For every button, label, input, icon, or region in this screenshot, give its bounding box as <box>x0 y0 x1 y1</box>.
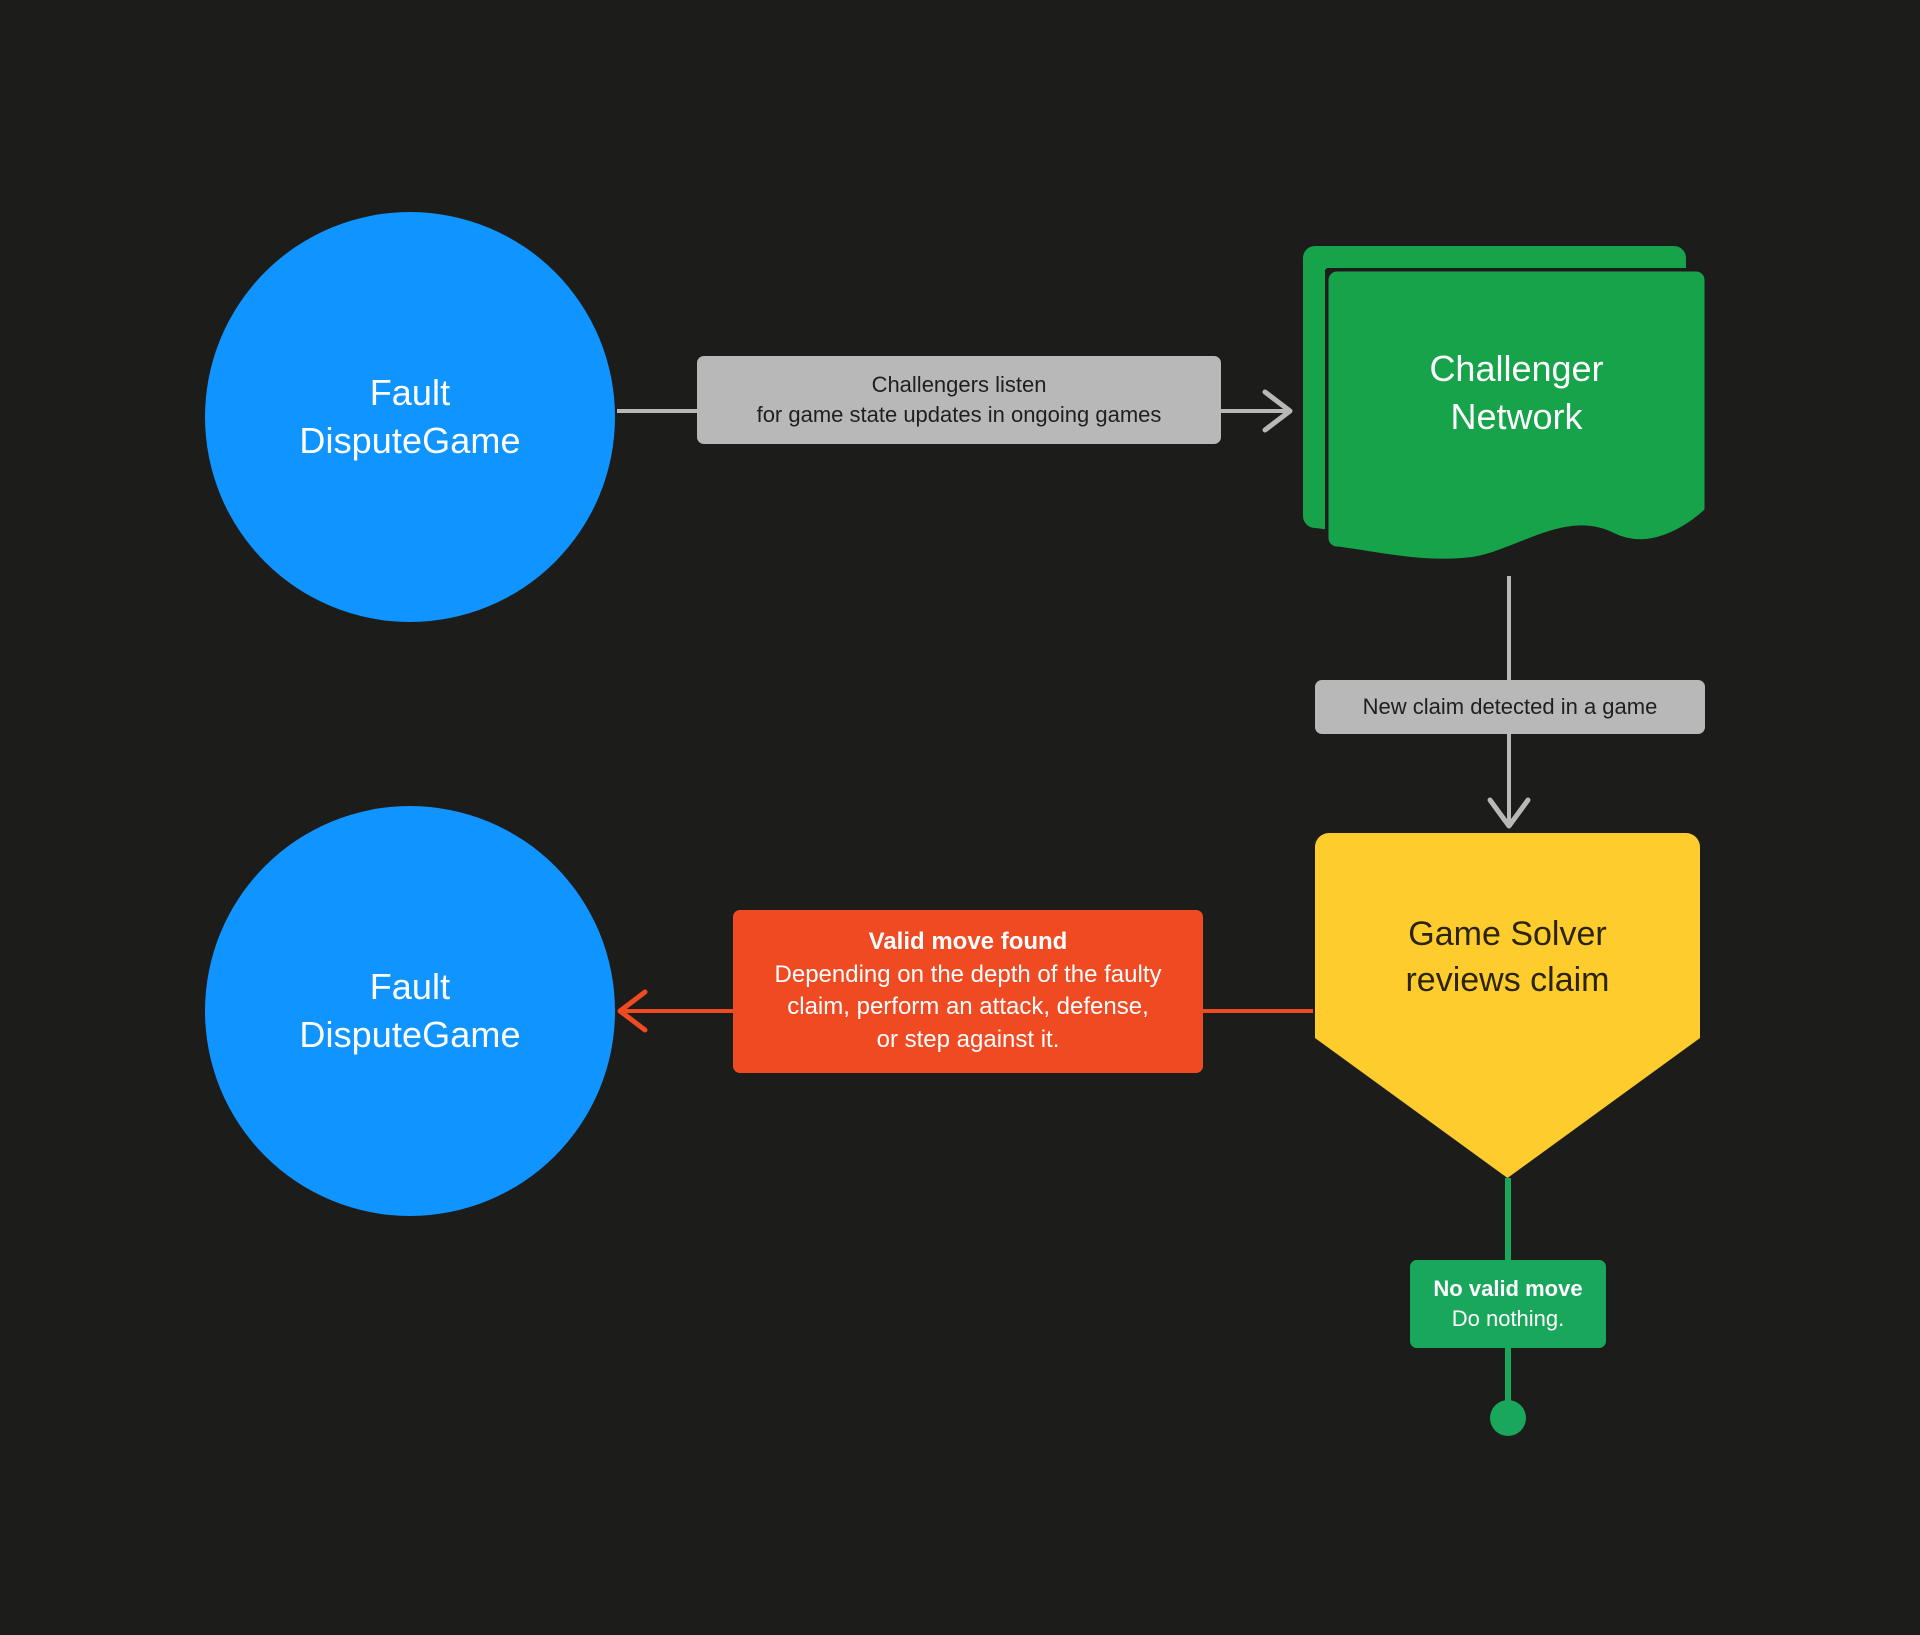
node-label: Fault DisputeGame <box>299 963 520 1058</box>
edge-label-line-2: claim, perform an attack, defense, <box>787 993 1149 1021</box>
node-fault-dispute-game-top[interactable]: Fault DisputeGame <box>205 212 615 622</box>
edge-label-valid-move-found: Valid move found Depending on the depth … <box>733 910 1203 1073</box>
edge-label-no-valid-move: No valid move Do nothing. <box>1410 1260 1606 1348</box>
node-label: Challenger Network <box>1325 268 1708 518</box>
node-label-line-1: Fault <box>369 966 451 1008</box>
arrowhead-right-icon <box>1262 389 1293 433</box>
arrowhead-down-icon <box>1487 797 1531 829</box>
node-label-line-2: Network <box>1450 396 1583 437</box>
edge-label-new-claim-detected: New claim detected in a game <box>1315 680 1705 734</box>
edge-label-challengers-listen: Challengers listen for game state update… <box>697 356 1221 444</box>
edge-label-heading: No valid move <box>1433 1276 1583 1301</box>
node-label-line-1: Game Solver <box>1408 915 1607 954</box>
edge-label-heading: Valid move found <box>868 928 1068 955</box>
edge-label-line-1: Challengers listen <box>871 372 1047 397</box>
shield-shape <box>1315 833 1700 1178</box>
edge-label-line-2: for game state updates in ongoing games <box>756 401 1162 427</box>
node-label-line-2: DisputeGame <box>299 420 521 461</box>
terminator-dot-icon <box>1490 1400 1526 1436</box>
node-challenger-network[interactable]: Challenger Network <box>1303 246 1708 566</box>
node-label-line-2: reviews claim <box>1405 961 1610 999</box>
edge-label-line-3: or step against it. <box>876 1025 1060 1053</box>
node-label-line-2: DisputeGame <box>299 1014 521 1055</box>
node-label: Game Solver reviews claim <box>1315 833 1700 1083</box>
node-label: Fault DisputeGame <box>299 369 520 464</box>
node-fault-dispute-game-bottom[interactable]: Fault DisputeGame <box>205 806 615 1216</box>
node-game-solver[interactable]: Game Solver reviews claim <box>1315 833 1700 1178</box>
arrowhead-left-icon <box>617 989 648 1033</box>
edge-label-line-1: Do nothing. <box>1451 1305 1565 1331</box>
node-label-line-1: Challenger <box>1429 348 1604 390</box>
document-front-shape <box>1325 268 1708 566</box>
edge-label-line-1: Depending on the depth of the faulty <box>774 960 1162 988</box>
node-label-line-1: Fault <box>369 372 451 414</box>
edge-label-line-1: New claim detected in a game <box>1362 694 1658 719</box>
